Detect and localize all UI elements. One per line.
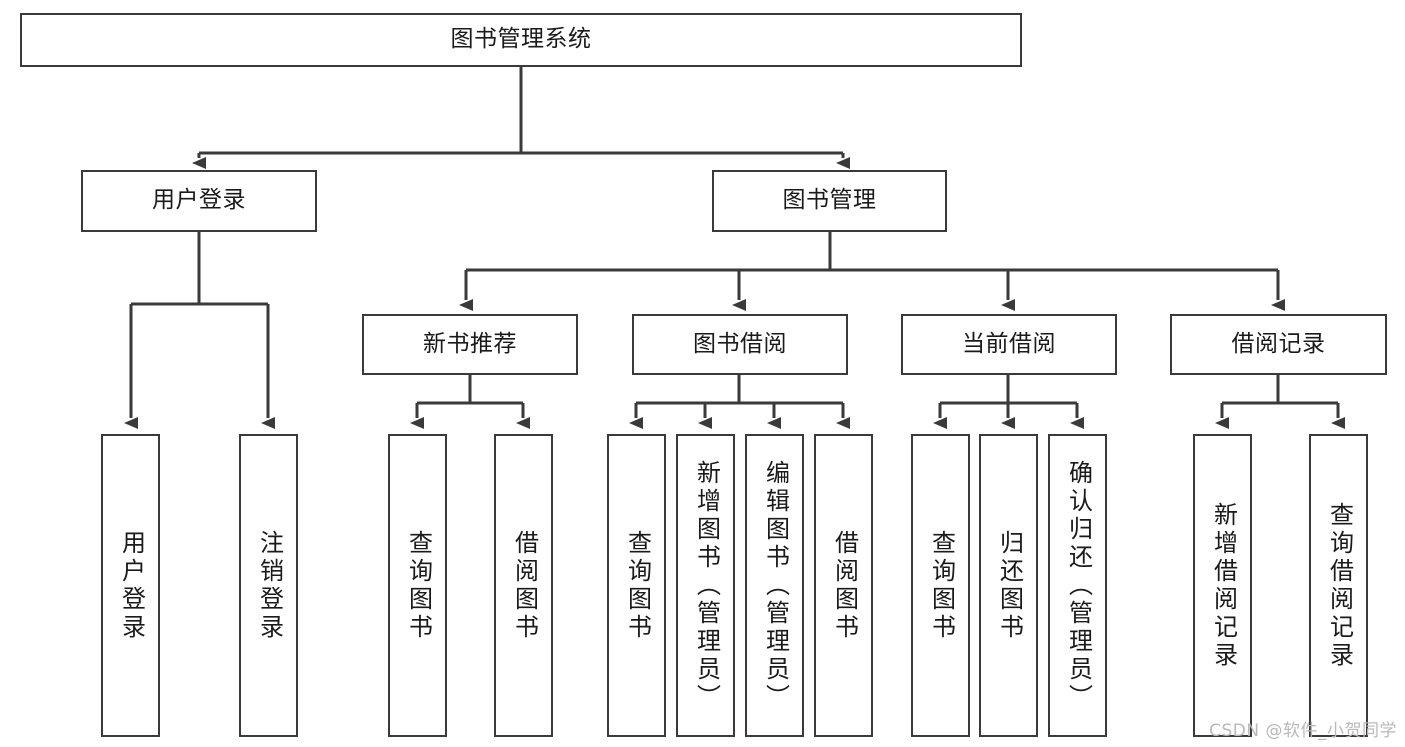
node-new-book-recommend[interactable]: 新书推荐	[362, 314, 578, 375]
node-leaf-cb-query-book[interactable]: 查询图书	[911, 434, 970, 737]
node-leaf-bb-add-book-label: 新增图书（管理员）	[692, 459, 721, 712]
node-leaf-nb-query-book[interactable]: 查询图书	[388, 434, 447, 737]
node-leaf-bb-borrow-book-label: 借阅图书	[830, 529, 859, 642]
node-leaf-user-login-label: 用户登录	[117, 529, 146, 642]
node-user-login-label: 用户登录	[152, 187, 246, 214]
node-borrow-record[interactable]: 借阅记录	[1170, 314, 1387, 375]
node-leaf-bb-query-book-label: 查询图书	[623, 529, 652, 642]
node-user-login[interactable]: 用户登录	[81, 170, 317, 232]
node-leaf-bb-edit-book[interactable]: 编辑图书（管理员）	[745, 434, 804, 737]
node-book-borrow[interactable]: 图书借阅	[632, 314, 848, 375]
node-leaf-bb-edit-book-label: 编辑图书（管理员）	[761, 459, 790, 712]
node-leaf-cb-confirm-return-label: 确认归还（管理员）	[1064, 459, 1093, 712]
node-leaf-cb-confirm-return[interactable]: 确认归还（管理员）	[1048, 434, 1107, 737]
node-current-borrow-label: 当前借阅	[962, 330, 1056, 357]
node-leaf-br-add-record[interactable]: 新增借阅记录	[1193, 434, 1252, 737]
node-leaf-br-query-record[interactable]: 查询借阅记录	[1309, 434, 1368, 737]
node-root-system-label: 图书管理系统	[450, 26, 592, 53]
node-leaf-nb-borrow-book[interactable]: 借阅图书	[494, 434, 553, 737]
node-leaf-bb-add-book[interactable]: 新增图书（管理员）	[676, 434, 735, 737]
node-leaf-br-query-record-label: 查询借阅记录	[1325, 501, 1354, 670]
node-leaf-bb-borrow-book[interactable]: 借阅图书	[814, 434, 873, 737]
node-leaf-cb-return-book-label: 归还图书	[995, 529, 1024, 642]
node-leaf-bb-query-book[interactable]: 查询图书	[607, 434, 666, 737]
node-current-borrow[interactable]: 当前借阅	[901, 314, 1117, 375]
node-leaf-logout[interactable]: 注销登录	[239, 434, 298, 737]
node-new-book-recommend-label: 新书推荐	[423, 330, 517, 357]
node-book-management[interactable]: 图书管理	[712, 170, 947, 232]
node-leaf-cb-query-book-label: 查询图书	[927, 529, 956, 642]
node-leaf-cb-return-book[interactable]: 归还图书	[979, 434, 1038, 737]
node-root-system[interactable]: 图书管理系统	[20, 13, 1022, 67]
node-book-borrow-label: 图书借阅	[693, 330, 787, 357]
node-leaf-user-login[interactable]: 用户登录	[101, 434, 160, 737]
node-borrow-record-label: 借阅记录	[1231, 330, 1326, 357]
node-leaf-logout-label: 注销登录	[255, 529, 284, 642]
node-book-management-label: 图书管理	[782, 187, 877, 214]
node-leaf-nb-borrow-book-label: 借阅图书	[510, 529, 539, 642]
node-leaf-br-add-record-label: 新增借阅记录	[1209, 501, 1238, 670]
node-leaf-nb-query-book-label: 查询图书	[404, 529, 433, 642]
